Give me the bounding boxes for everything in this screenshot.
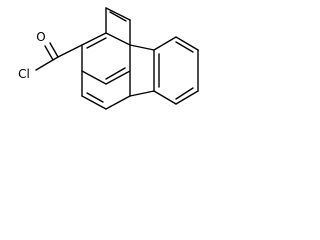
bond	[175, 36, 199, 51]
bond	[81, 70, 107, 85]
bond-c-cl	[35, 56, 59, 71]
bond	[105, 7, 131, 21]
bond-carbonyl	[44, 45, 54, 61]
bond	[175, 90, 199, 105]
bond	[57, 44, 83, 58]
chlorine-atom-label: Cl	[18, 67, 30, 81]
bond	[105, 70, 131, 85]
double-bond-inner	[86, 37, 107, 49]
double-bond-inner	[175, 87, 194, 100]
bond	[81, 95, 107, 110]
bond-carbonyl	[49, 42, 59, 58]
bond	[153, 36, 177, 51]
double-bond-inner	[105, 67, 126, 80]
bond	[105, 32, 131, 46]
oxygen-atom-label: O	[36, 30, 45, 44]
bond-lines	[35, 7, 199, 110]
bond	[105, 95, 131, 110]
double-bond-inner	[175, 41, 194, 53]
bond	[129, 90, 155, 97]
bond	[81, 32, 107, 46]
double-bond-inner	[109, 11, 127, 22]
double-bond-inner	[86, 92, 104, 103]
fluoranthene-acyl-chloride-structure: O Cl	[18, 7, 199, 110]
bond	[153, 90, 177, 105]
chemical-structure-figure: O Cl	[0, 0, 206, 122]
bond	[129, 44, 155, 51]
